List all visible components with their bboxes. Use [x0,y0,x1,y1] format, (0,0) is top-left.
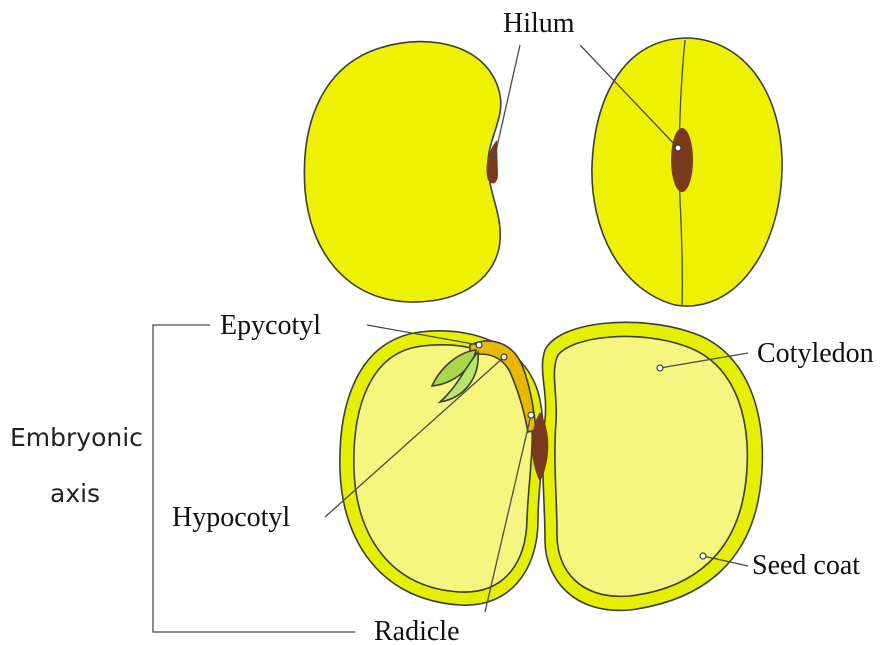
cotyledon-label: Cotyledon [757,338,874,369]
seed-coat-label: Seed coat [752,550,860,581]
hilum-label: Hilum [503,8,575,39]
hypocotyl-label: Hypocotyl [172,502,290,533]
whole-seed-side-view [304,42,500,302]
embryonic-axis-label-line1: Embryonic [10,423,143,452]
epycotyl-label: Epycotyl [220,310,321,341]
whole-seed-front-view [592,38,782,306]
hypocotyl-point [501,354,507,360]
radicle-label: Radicle [374,616,460,645]
radicle-point [528,412,534,418]
seed-side-body [304,42,500,302]
cotyledon-point [657,365,663,371]
embryonic-axis-label-line2: axis [50,479,100,508]
embryonic-axis-bracket [153,325,355,632]
hilum-point [675,145,681,151]
opened-seed [340,322,763,610]
epycotyl-point [476,342,482,348]
hilum-front [671,128,693,192]
seed-coat-point [700,553,706,559]
